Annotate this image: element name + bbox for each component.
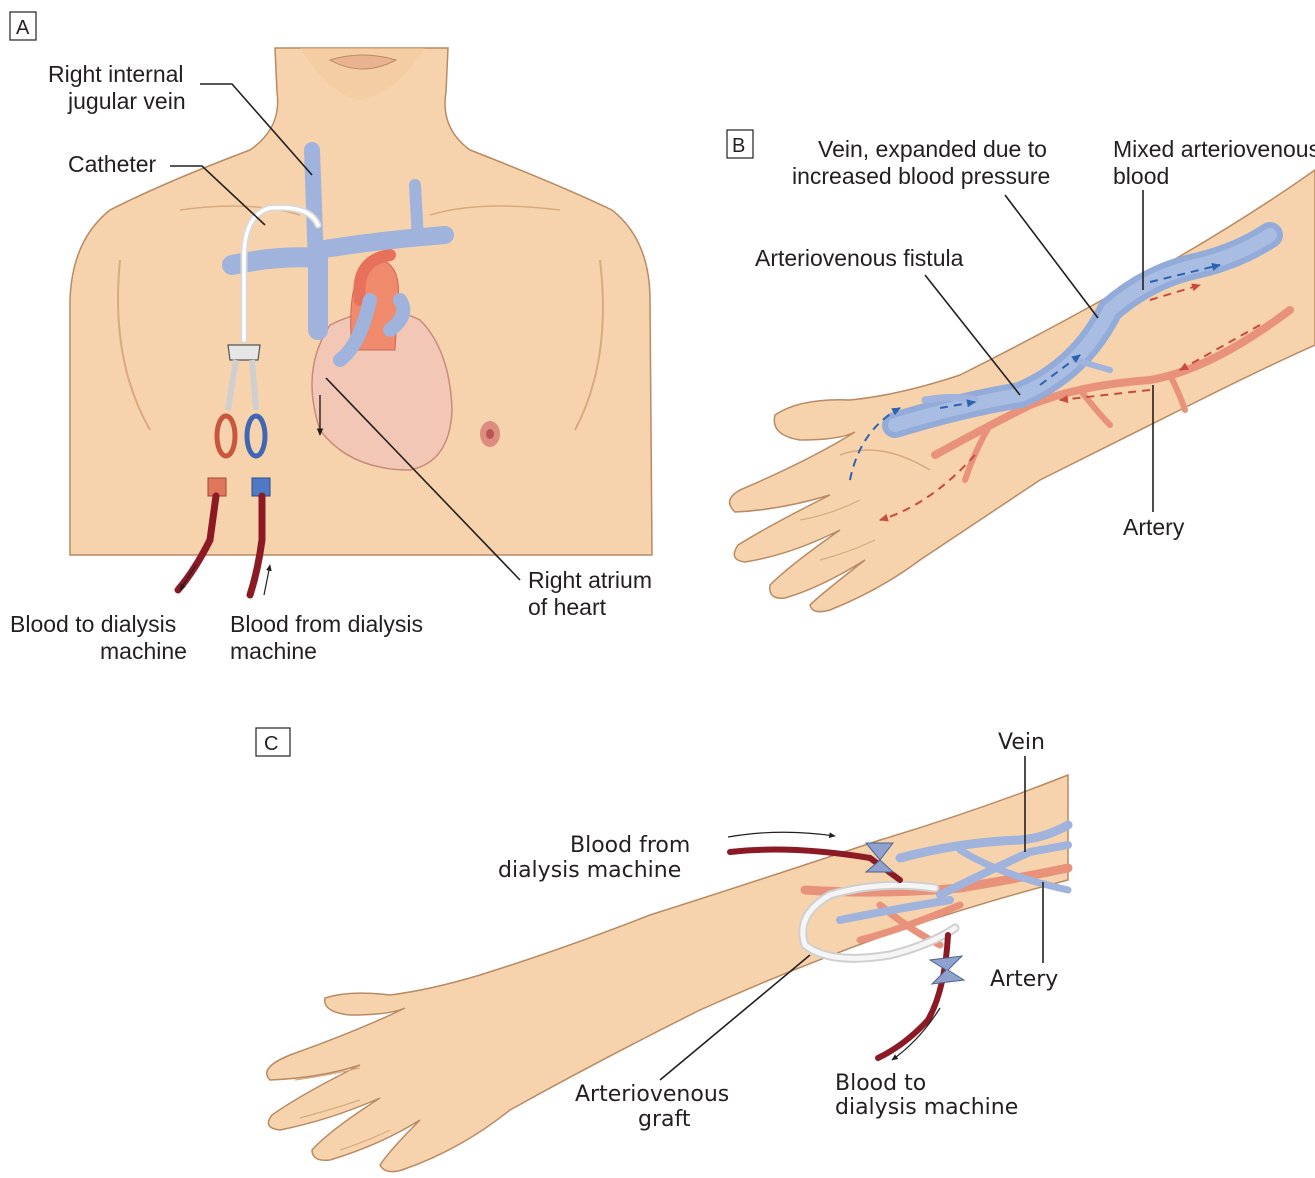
label-from-machine-2: machine [230,638,317,664]
label-from-c-1: Blood from [570,833,690,858]
leader-vein-b [1005,195,1098,318]
panel-b: B Vein, expa [727,130,1315,612]
label-atrium-1: Right atrium [528,567,652,593]
label-vein-c: Vein [998,730,1045,755]
label-vein-b-2: increased blood pressure [792,163,1050,189]
label-jugular-1: Right internal [48,61,184,87]
label-from-machine-1: Blood from dialysis [230,611,423,637]
label-artery-c: Artery [990,967,1058,992]
label-jugular-2: jugular vein [67,88,186,114]
label-graft-c-1: Arteriovenous [575,1082,729,1107]
label-catheter: Catheter [68,151,157,177]
label-mixed-b-1: Mixed arteriovenous [1113,136,1315,162]
panel-c-tag: C [264,733,278,755]
label-to-machine-2: machine [100,638,187,664]
label-to-machine-1: Blood to dialysis [10,611,176,637]
label-graft-c-2: graft [638,1107,691,1132]
label-artery-b: Artery [1123,514,1185,540]
label-fistula-b: Arteriovenous fistula [755,245,964,271]
panel-c: C Vein Blood from [256,728,1068,1172]
label-mixed-b-2: blood [1113,163,1169,189]
label-to-c-1: Blood to [835,1071,926,1096]
label-from-c-2: dialysis machine [498,858,681,883]
label-to-c-2: dialysis machine [835,1095,1018,1120]
panel-a-tag: A [16,17,30,39]
label-atrium-2: of heart [528,594,607,620]
panel-b-tag: B [732,135,745,157]
label-vein-b-1: Vein, expanded due to [818,136,1047,162]
panel-a: A [10,12,652,664]
